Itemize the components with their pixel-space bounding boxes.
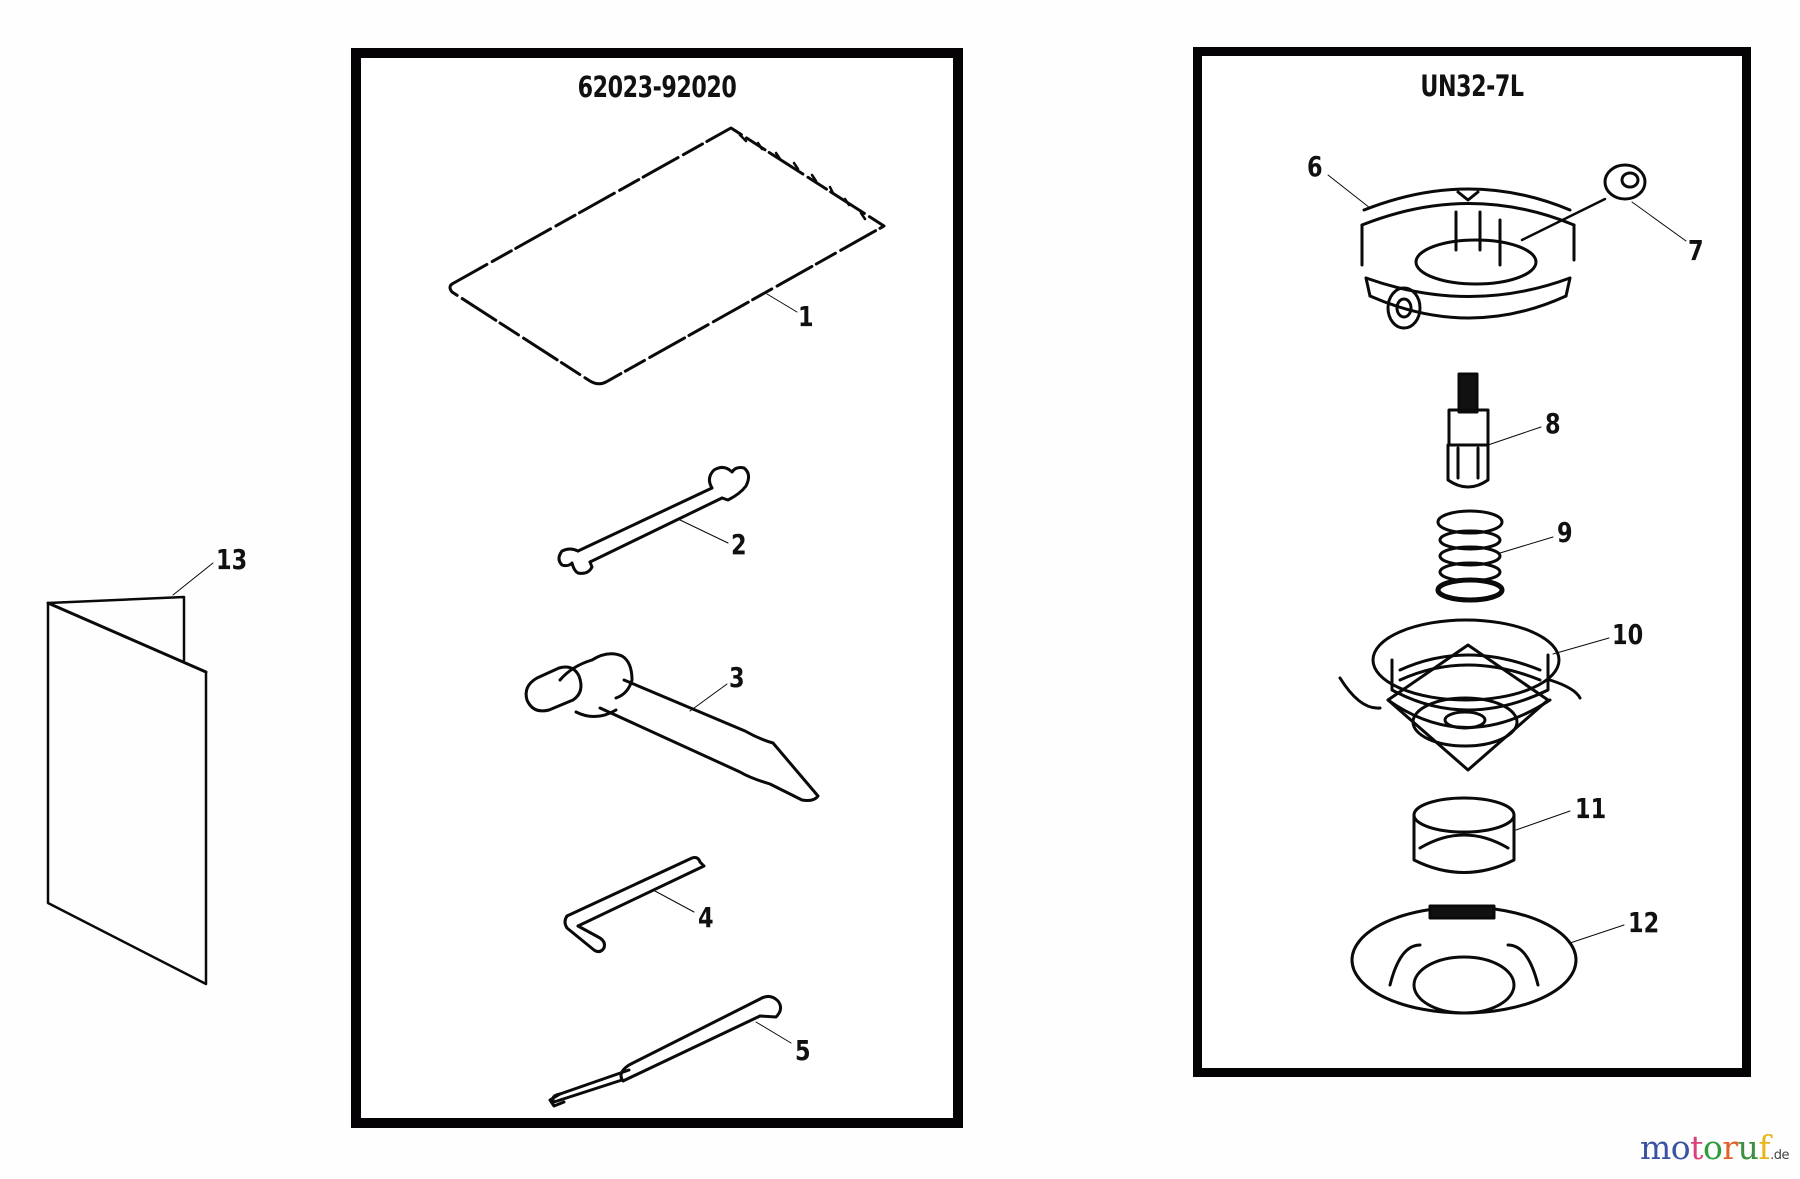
bump-knob-icon [1412, 796, 1516, 874]
eyelet-icon [1603, 163, 1647, 201]
logo-letter: o [1670, 1128, 1691, 1167]
cover-icon [1350, 904, 1578, 1015]
callout-1: 1 [798, 300, 814, 333]
hex-key-icon [563, 856, 706, 954]
logo-tld: .de [1770, 1148, 1789, 1163]
screwdriver-icon [548, 994, 783, 1108]
callout-5: 5 [795, 1034, 811, 1067]
tool-bag-icon [448, 126, 886, 386]
logo-letter: u [1737, 1128, 1759, 1167]
callout-3: 3 [729, 661, 745, 694]
owners-manual-icon [46, 562, 214, 986]
spring-icon [1435, 509, 1505, 603]
trimmer-head-housing-icon [1360, 187, 1576, 330]
logo-letter: f [1758, 1128, 1771, 1167]
wrench-icon [557, 465, 751, 575]
kit-part-number: UN32-7L [1420, 69, 1524, 103]
callout-2: 2 [731, 528, 747, 561]
callout-8: 8 [1545, 407, 1561, 440]
logo-letter: r [1722, 1128, 1738, 1167]
callout-6: 6 [1307, 150, 1323, 183]
callout-13: 13 [216, 543, 248, 576]
callout-11: 11 [1575, 792, 1607, 825]
bolt-icon [1446, 372, 1490, 489]
callout-9: 9 [1557, 516, 1573, 549]
callout-7: 7 [1688, 234, 1704, 267]
logo-letter: m [1640, 1128, 1671, 1167]
logo-letter: o [1702, 1128, 1723, 1167]
callout-10: 10 [1612, 618, 1644, 651]
logo-letter: t [1690, 1128, 1703, 1167]
callout-12: 12 [1628, 906, 1660, 939]
socket-wrench-icon [524, 652, 820, 802]
kit-box-62023-92020: 62023-92020 [351, 48, 963, 1128]
callout-4: 4 [698, 901, 714, 934]
kit-part-number: 62023-92020 [577, 70, 737, 104]
motoruf-watermark: motoruf.de [1640, 1128, 1800, 1167]
spool-icon [1338, 618, 1582, 772]
